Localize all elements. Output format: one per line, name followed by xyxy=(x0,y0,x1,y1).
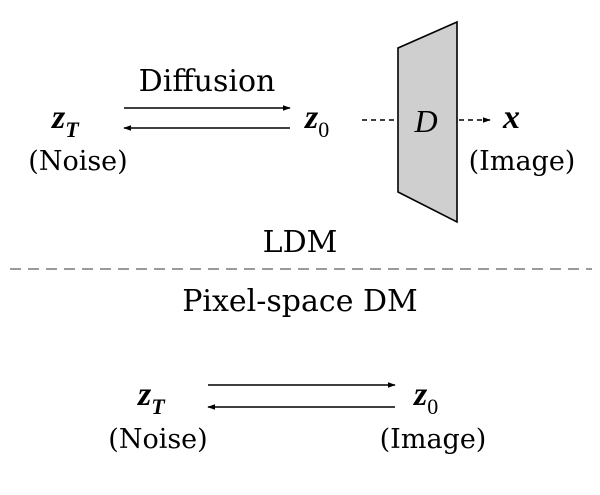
ldm-output-symbol: x xyxy=(502,99,520,136)
pixel-image-symbol: z0 xyxy=(413,376,438,419)
ldm-latent-symbol: z0 xyxy=(304,99,329,142)
ldm-section-label: LDM xyxy=(263,225,338,260)
pixel-noise-symbol: zT xyxy=(137,376,166,419)
ldm-output-caption: (Image) xyxy=(469,146,576,177)
diffusion-label: Diffusion xyxy=(139,64,276,99)
pixel-image-caption: (Image) xyxy=(380,424,487,455)
pixel-section-label: Pixel-space DM xyxy=(182,284,418,319)
ldm-noise-symbol: zT xyxy=(51,99,80,142)
pixel-noise-caption: (Noise) xyxy=(108,424,207,455)
decoder-symbol: D xyxy=(413,103,437,139)
decoder-block xyxy=(397,20,458,224)
ldm-noise-caption: (Noise) xyxy=(28,146,127,177)
